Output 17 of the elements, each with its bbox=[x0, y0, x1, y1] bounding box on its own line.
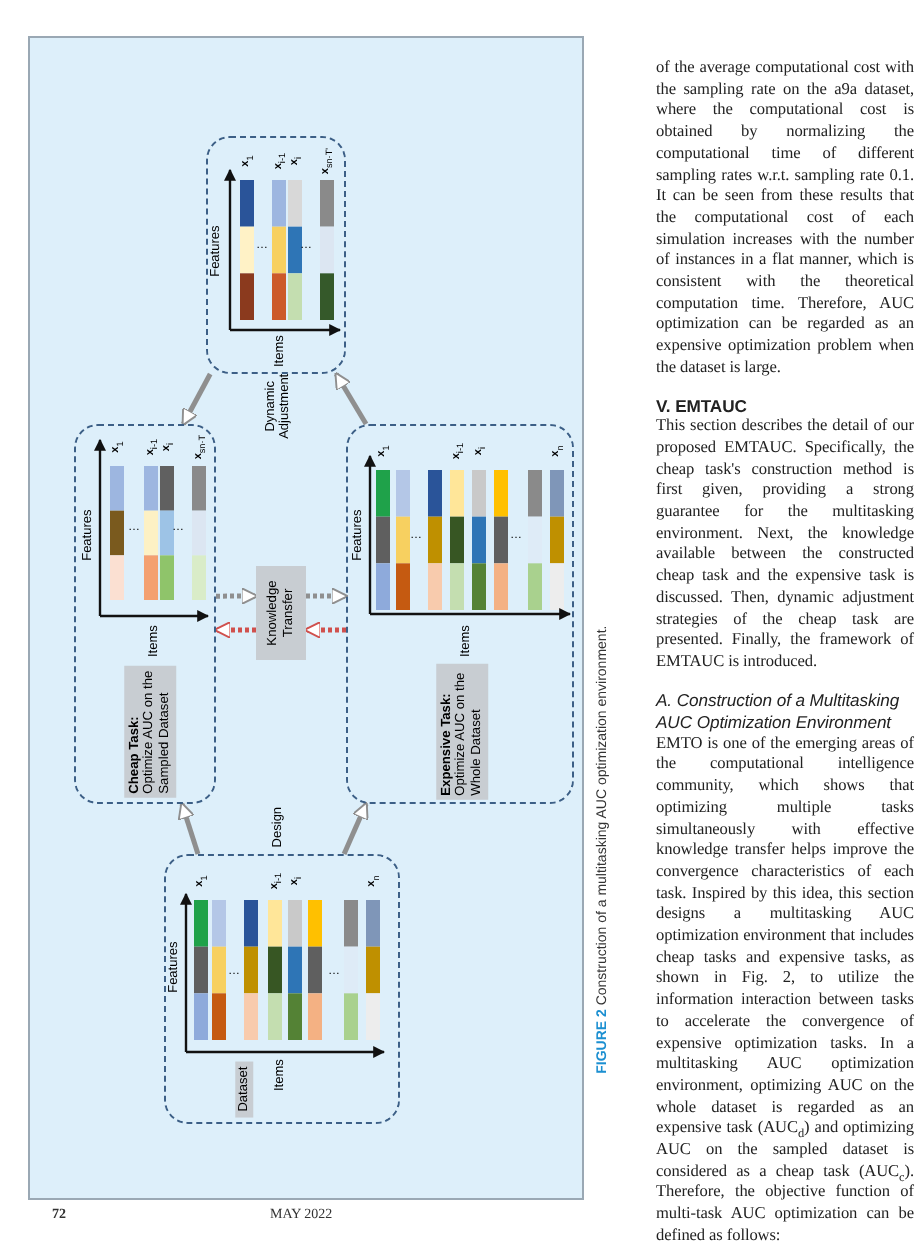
section-heading: V. EMTAUC bbox=[656, 395, 749, 417]
block-arrow bbox=[341, 801, 369, 855]
block-arrow bbox=[303, 620, 346, 639]
block-arrow bbox=[213, 621, 256, 639]
body-paragraph: EMTO is one of the emerging areas of the computational intelligence community, which shows that optimizing multiple tasks simultaneously with effective knowledge transfer helps improve the convergence characteristics of each task. Inspired by this idea, this section designs a multitasking AUC optimization environment that includes cheap tasks and expensive tasks, as shown in Fig. 2, to utilize the information interaction between tasks to accelerate the convergence of expensive optimization tasks. In a multitasking AUC optimization environment, optimizing AUC on the whole dataset is regarded as an expensive task (AUC$_{d}$) and optimizing AUC on the sampled dataset is considered as a cheap task (AUC$_{c}$). Therefore, the objective function of multi-task AUC optimization can be defined as follows: bbox=[656, 733, 914, 1248]
block-arrow bbox=[216, 587, 259, 606]
subsection-heading: A. Construction of a Multitasking AUC Optimization Environment bbox=[656, 689, 902, 734]
dashed-panel bbox=[346, 424, 574, 804]
block-arrow bbox=[306, 587, 349, 606]
body-paragraph: This section describes the detail of our proposed EMTAUC. Specifically, the cheap task's construction method is first given, providing a strong guarantee for the multitasking environment. Next, the knowledge available between the constructed cheap task and the expensive task is discussed. Then, dynamic adjustment strategies of the cheap task are presented. Finally, the framework of EMTAUC is introduced. bbox=[656, 416, 914, 674]
dashed-panel bbox=[164, 854, 400, 1124]
block-arrow bbox=[177, 801, 201, 855]
block-arrow bbox=[181, 372, 213, 427]
dashed-panel bbox=[74, 424, 216, 804]
dashed-panel bbox=[206, 136, 346, 374]
block-arrow bbox=[334, 371, 369, 426]
body-paragraph: of the average computational cost with the sampling rate on the a9a dataset, where the computational cost is obtained by normalizing the computational time of different sampling rates w.r.t. sampling rate 0.1. It can be seen from these results that the computational cost of each simulation increases with the number of instances in a flat manner, which is consistent with the theoretical computation time. Therefore, AUC optimization can be regarded as an expensive optimization problem when the dataset is large. bbox=[656, 58, 914, 380]
